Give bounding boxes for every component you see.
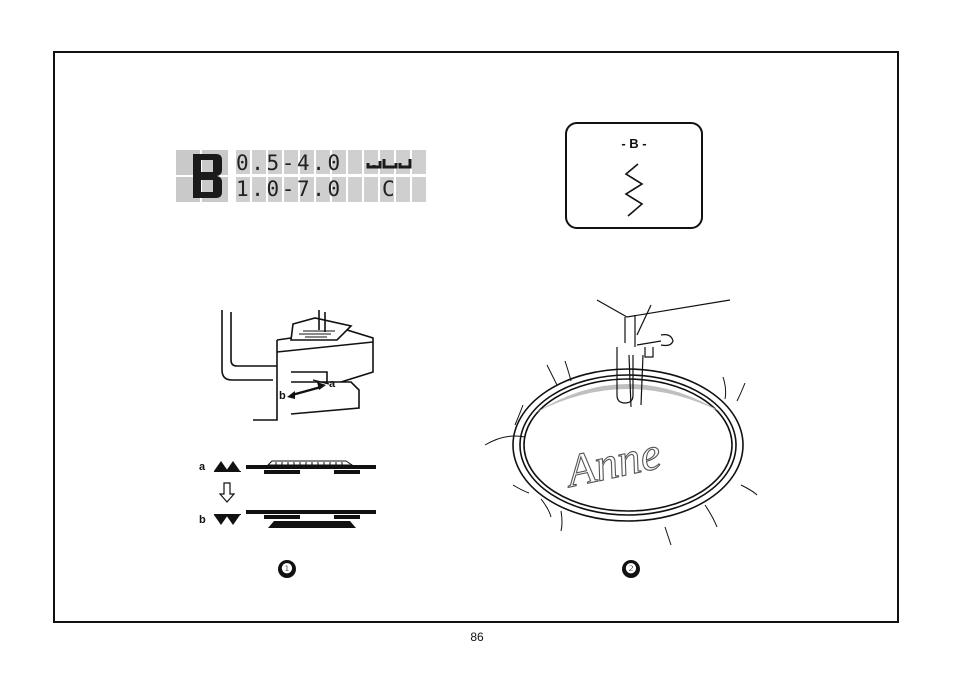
feed-dog-down-icon [214, 514, 242, 526]
lcd-display: 0.5-4.0 1.0-7.0 C [176, 150, 428, 202]
step-number-1: ❶ [278, 560, 296, 578]
pattern-card: - B - [565, 122, 703, 229]
embroidery-text: Anne [559, 427, 665, 497]
presser-foot-icon [366, 155, 412, 171]
arrow-down-icon [219, 482, 235, 504]
position-b-label: b [199, 514, 206, 526]
feed-dog-raised-diagram [246, 456, 376, 478]
feed-dog-lever-illustration [195, 300, 395, 435]
position-a-label: a [199, 461, 205, 473]
pattern-letter-glyph [176, 150, 228, 202]
zigzag-stitch-icon [622, 162, 650, 218]
step-number-2: ❷ [622, 560, 640, 578]
label-a: a [329, 378, 335, 390]
stitch-width-range: 0.5-4.0 [236, 151, 343, 175]
stitch-length-range: 1.0-7.0 [236, 177, 343, 201]
feed-dog-up-icon [214, 460, 242, 472]
label-b: b [279, 390, 286, 402]
embroidery-hoop-illustration: Anne [465, 295, 775, 550]
page-number: 86 [0, 630, 954, 644]
foot-code: C [382, 177, 397, 201]
feed-dog-lowered-diagram [246, 507, 376, 531]
pattern-label: - B - [567, 136, 701, 151]
